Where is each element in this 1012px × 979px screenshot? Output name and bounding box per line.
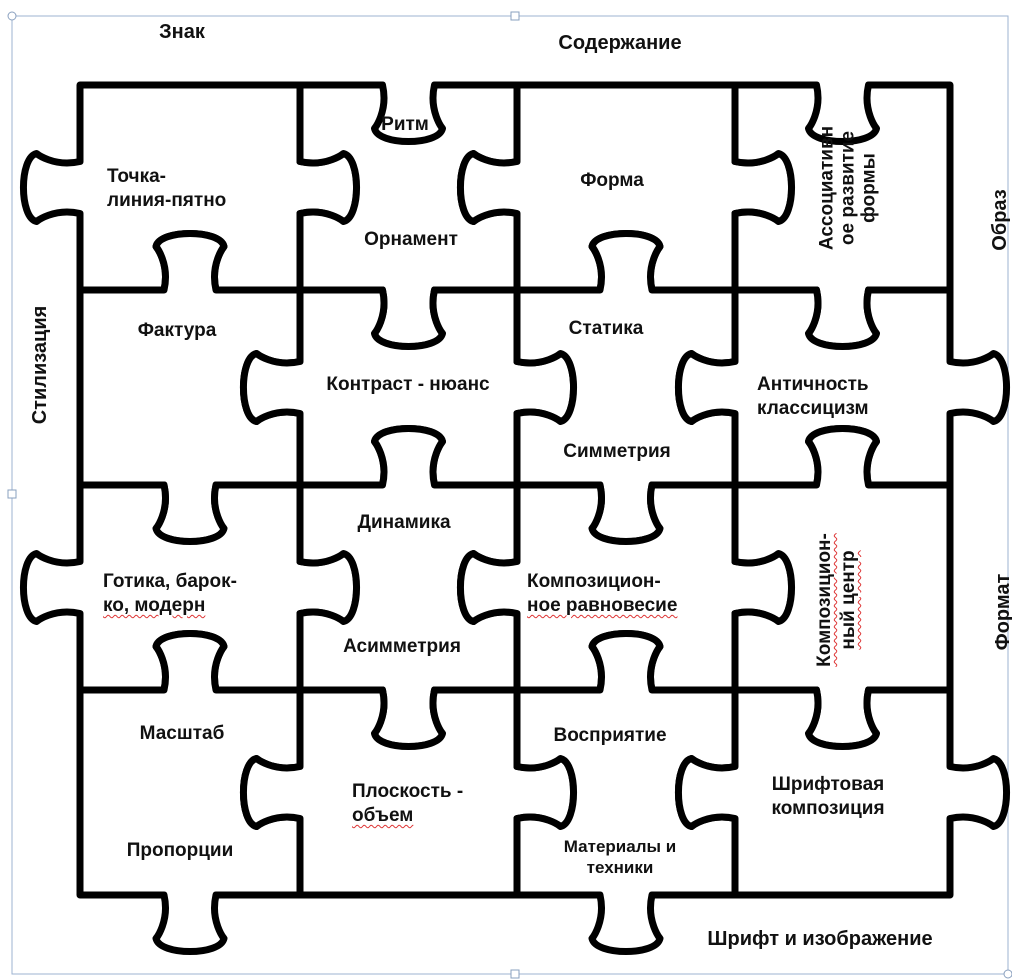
label-znak: Знак: [159, 20, 205, 44]
piece-label-forma: Форма: [580, 169, 644, 193]
piece-label-simmetriya: Симметрия: [563, 440, 671, 464]
label-shrift-izobrazhenie: Шрифт и изображение: [707, 927, 932, 951]
piece-label-proporcii: Пропорции: [127, 839, 234, 863]
piece-label-tochka: Точка-линия-пятно: [107, 165, 226, 213]
piece-label-ornament: Орнамент: [364, 228, 458, 252]
resize-handle-br[interactable]: [1004, 970, 1012, 978]
piece-label-statika: Статика: [569, 317, 644, 341]
piece-label-faktura: Фактура: [138, 319, 217, 343]
resize-handle-tl[interactable]: [8, 12, 16, 20]
piece-label-vospriyatie: Восприятие: [553, 724, 666, 748]
resize-handle-bottom[interactable]: [511, 970, 519, 978]
piece-label-ploskost: Плоскость -объем: [352, 780, 463, 828]
piece-label-dinamika: Динамика: [357, 511, 450, 535]
label-format: Формат: [991, 574, 1012, 651]
piece-label-ritm: Ритм: [381, 113, 429, 137]
label-soderzhanie: Содержание: [558, 31, 681, 55]
piece-label-masshtab: Масштаб: [140, 722, 225, 746]
piece-label-gotika: Готика, барок-ко, модерн: [103, 570, 237, 618]
piece-label-kompozicionnoe-ravnovesie: Композицион-ное равновесие: [527, 570, 677, 618]
resize-handle-top[interactable]: [511, 12, 519, 20]
piece-label-kontrast: Контраст - нюанс: [326, 373, 489, 397]
resize-handle-left[interactable]: [8, 490, 16, 498]
label-obraz: Образ: [988, 189, 1012, 250]
piece-label-asimmetriya: Асимметрия: [343, 635, 461, 659]
label-stilizaciya: Стилизация: [28, 306, 52, 425]
piece-label-kompozicionnyi-centr: Композицион-ный центр: [813, 533, 861, 667]
